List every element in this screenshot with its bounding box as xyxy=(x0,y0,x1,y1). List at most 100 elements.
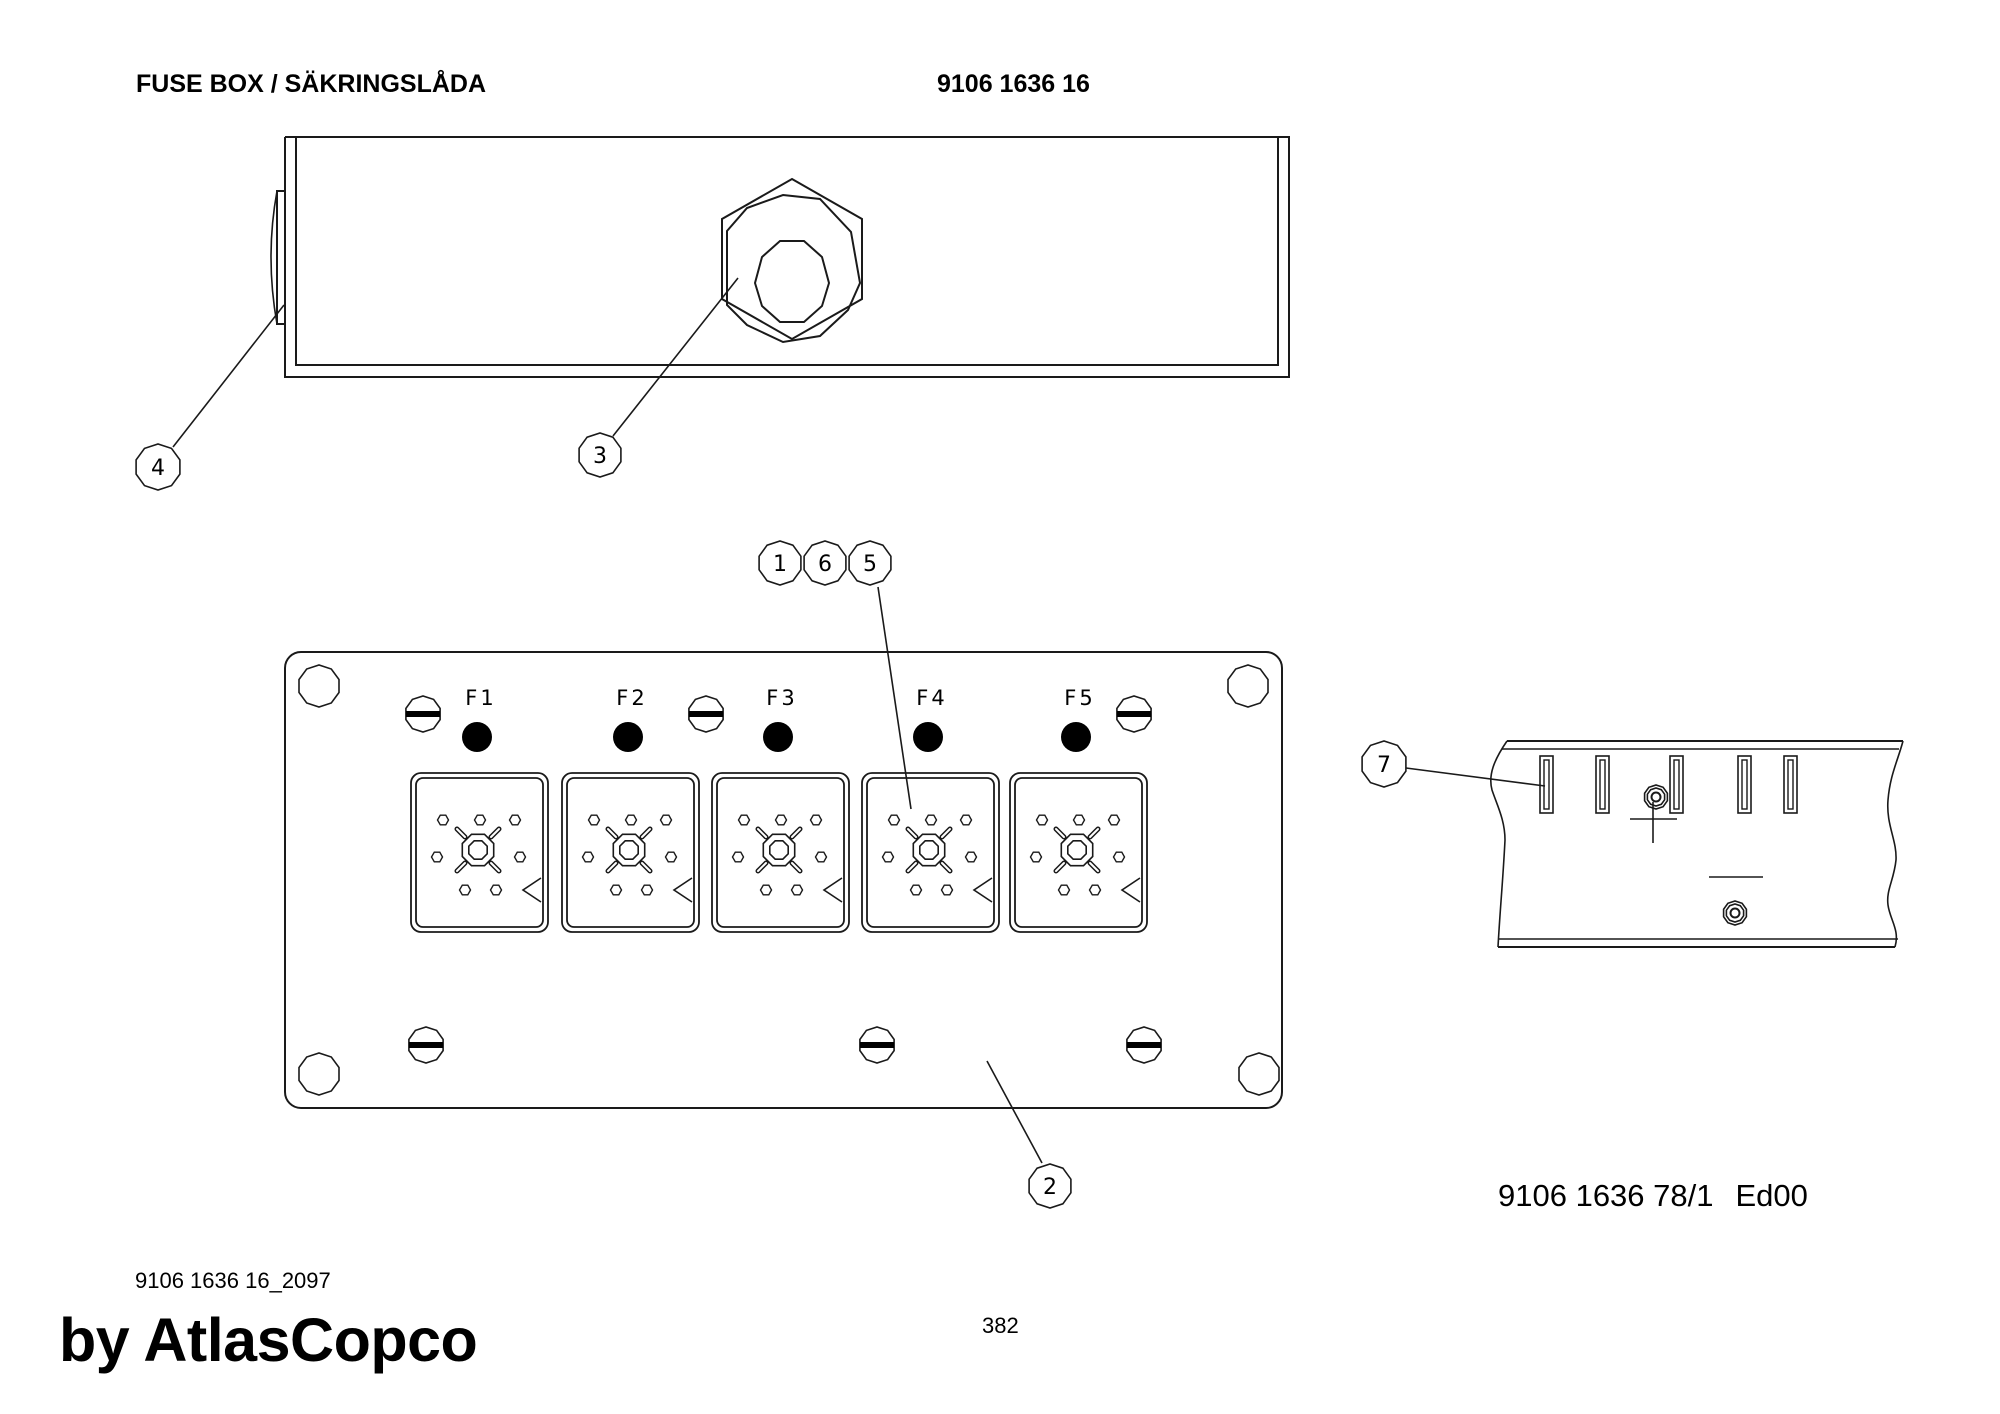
rail-nut-icon xyxy=(1722,900,1748,926)
balloon-7 xyxy=(1361,740,1407,788)
pin-hole-icon xyxy=(814,851,828,863)
pin-hole-icon xyxy=(881,851,895,863)
pin-hole-icon xyxy=(581,851,595,863)
orientation-mark-icon xyxy=(672,877,693,903)
fuse-label: F3 xyxy=(766,686,797,710)
fuse-label: F1 xyxy=(465,686,496,710)
balloon-number-7: 7 xyxy=(1377,753,1391,778)
balloon-4 xyxy=(135,443,181,491)
fuse-panel-plate xyxy=(284,651,1283,1109)
fuse-holders xyxy=(410,722,1148,933)
pin-hole-icon xyxy=(640,884,654,896)
balloon-number-4: 4 xyxy=(151,456,165,481)
orientation-mark-icon xyxy=(521,877,542,903)
pin-hole-icon xyxy=(489,884,503,896)
pin-hole-icon xyxy=(909,884,923,896)
pin-hole-icon xyxy=(430,851,444,863)
balloon-group-1-6-5 xyxy=(758,540,892,586)
pin-hole-icon xyxy=(759,884,773,896)
lens-cover xyxy=(270,190,286,325)
balloon-number-3: 3 xyxy=(593,444,607,469)
pin-hole-icon xyxy=(513,851,527,863)
balloon-3 xyxy=(578,432,622,478)
drawing-reference-number: 9106 1636 78/1 xyxy=(1498,1178,1714,1213)
indicator-lamp-icon xyxy=(763,722,793,752)
slotted-screw-icon xyxy=(1116,695,1152,733)
rail-break-right xyxy=(1886,740,1904,948)
pin-hole-icon xyxy=(1029,851,1043,863)
terminal-nut-icon xyxy=(905,826,953,874)
pin-hole-icon xyxy=(790,884,804,896)
pin-hole-icon xyxy=(1072,814,1086,826)
box-inner-outline xyxy=(295,137,1279,366)
leader-line-4 xyxy=(172,304,285,448)
hex-nut-outline xyxy=(721,177,863,341)
corner-hole-icon xyxy=(298,1052,340,1096)
pin-hole-icon xyxy=(624,814,638,826)
part-number: 9106 1636 16 xyxy=(937,70,1090,98)
cable-gland-icon xyxy=(721,177,863,344)
fuse-box-side-view xyxy=(172,136,1290,448)
leader-line-5 xyxy=(877,586,912,810)
leader-line-3 xyxy=(612,277,739,437)
pin-hole-icon xyxy=(458,884,472,896)
rail-slot xyxy=(1539,755,1554,814)
balloon-number-2: 2 xyxy=(1043,1175,1057,1200)
balloon-2 xyxy=(1028,1163,1072,1209)
brand-watermark: by AtlasCopco xyxy=(59,1306,478,1374)
rail-slot xyxy=(1669,755,1684,814)
pin-hole-icon xyxy=(659,814,673,826)
slotted-screw-icon xyxy=(859,1026,895,1064)
fuse-holder-f5 xyxy=(1009,722,1148,933)
rail-break-left xyxy=(1490,740,1508,948)
leader-line-2 xyxy=(986,1060,1043,1164)
pin-hole-icon xyxy=(609,884,623,896)
pin-hole-icon xyxy=(1107,814,1121,826)
rail-slot xyxy=(1783,755,1798,814)
corner-hole-icon xyxy=(298,664,340,708)
slotted-screw-icon xyxy=(405,695,441,733)
balloon-number-5: 5 xyxy=(863,552,877,577)
terminal-nut-icon xyxy=(755,826,803,874)
fuse-label: F4 xyxy=(916,686,947,710)
pin-hole-icon xyxy=(508,814,522,826)
fuse-label: F2 xyxy=(616,686,647,710)
pin-hole-icon xyxy=(436,814,450,826)
indicator-lamp-icon xyxy=(462,722,492,752)
balloon-number-1: 1 xyxy=(773,552,787,577)
panel-screws xyxy=(405,695,1162,1064)
fuse-label: F5 xyxy=(1064,686,1095,710)
indicator-lamp-icon xyxy=(613,722,643,752)
corner-hole-icon xyxy=(1238,1052,1280,1096)
pin-hole-icon xyxy=(1035,814,1049,826)
rail-nut-icon xyxy=(1643,784,1669,810)
drawing-title: FUSE BOX / SÄKRINGSLÅDA xyxy=(136,70,487,98)
orientation-mark-icon xyxy=(972,877,993,903)
pin-hole-icon xyxy=(809,814,823,826)
din-rail-detail xyxy=(1405,740,1904,948)
pin-hole-icon xyxy=(664,851,678,863)
fuse-holder-f3 xyxy=(711,722,850,933)
drawing-edition: Ed00 xyxy=(1735,1178,1808,1213)
pin-hole-icon xyxy=(731,851,745,863)
slotted-screw-icon xyxy=(408,1026,444,1064)
fuse-holder-f4 xyxy=(861,722,1000,933)
pin-hole-icon xyxy=(1057,884,1071,896)
indicator-lamp-icon xyxy=(1061,722,1091,752)
pin-hole-icon xyxy=(774,814,788,826)
leader-line-7 xyxy=(1405,767,1546,787)
pin-hole-icon xyxy=(1088,884,1102,896)
pin-hole-icon xyxy=(964,851,978,863)
pin-hole-icon xyxy=(587,814,601,826)
gland-ring xyxy=(726,193,862,344)
pin-hole-icon xyxy=(1112,851,1126,863)
pin-hole-icon xyxy=(959,814,973,826)
gland-bore xyxy=(753,240,831,323)
pin-hole-icon xyxy=(940,884,954,896)
slotted-screw-icon xyxy=(1126,1026,1162,1064)
page-number: 382 xyxy=(982,1313,1019,1338)
drawing-reference: 9106 1636 78/1 Ed00 xyxy=(1498,1178,1808,1214)
orientation-mark-icon xyxy=(1120,877,1141,903)
rail-slots xyxy=(1539,755,1798,814)
